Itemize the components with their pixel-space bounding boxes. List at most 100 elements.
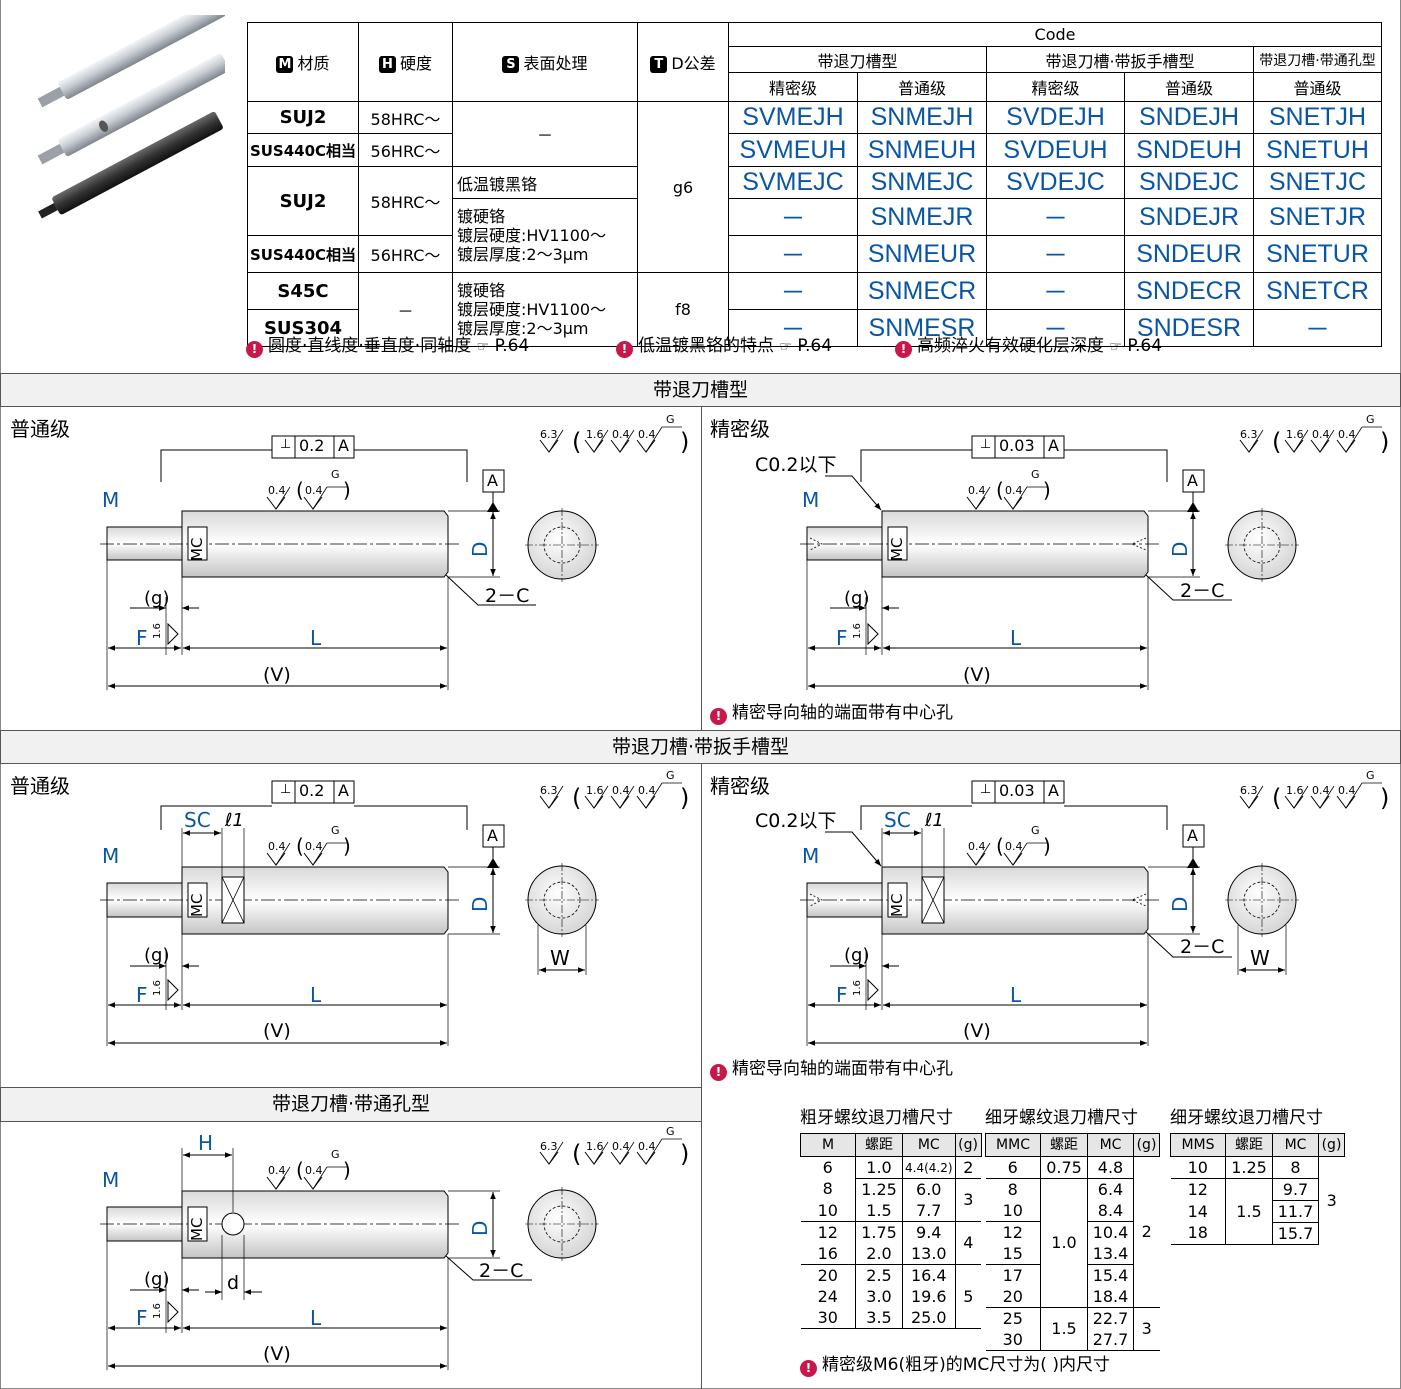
hardness-cell: 56HRC～ bbox=[358, 133, 453, 167]
dim-f: F bbox=[836, 983, 848, 1007]
pointing-hand-icon: ☞ bbox=[779, 339, 792, 355]
roughness-0-4: 0.4 bbox=[305, 840, 323, 853]
code-cell[interactable]: SNDEJC bbox=[1124, 166, 1254, 199]
perp-value: 0.2 bbox=[299, 436, 325, 455]
code-cell[interactable]: SVDEUH bbox=[986, 133, 1125, 167]
roughness-1-6: 1.6 bbox=[586, 428, 604, 441]
paren: ( bbox=[296, 834, 304, 858]
code-cell[interactable]: SNETJR bbox=[1253, 198, 1382, 236]
fine-table-title: 细牙螺纹退刀槽尺寸 bbox=[985, 1108, 1138, 1128]
datum-ref: A bbox=[338, 781, 349, 800]
code-cell[interactable]: － bbox=[728, 235, 858, 273]
roughness-g: G bbox=[666, 769, 675, 782]
dim-d: D bbox=[468, 1220, 492, 1236]
roughness-0-4: 0.4 bbox=[1312, 428, 1330, 441]
dim-chamfer: 2－C bbox=[1180, 936, 1225, 958]
roughness-0-4: 0.4 bbox=[1005, 840, 1023, 853]
grade-label-precision: 精密级 bbox=[710, 774, 770, 798]
code-cell[interactable]: SNDEJR bbox=[1124, 198, 1254, 236]
dim-m: M bbox=[802, 844, 820, 868]
dim-v: (V) bbox=[963, 1020, 991, 1042]
dim-l1: ℓ1 bbox=[225, 810, 244, 831]
code-cell[interactable]: SNETUH bbox=[1253, 133, 1382, 167]
code-cell[interactable]: SNDESR bbox=[1124, 309, 1254, 347]
dim-v: (V) bbox=[263, 1343, 291, 1365]
code-cell[interactable]: SNETUR bbox=[1253, 235, 1382, 273]
code-cell[interactable]: SNMEJC bbox=[857, 166, 987, 199]
roughness-0-4: 0.4 bbox=[1312, 784, 1330, 797]
paren: ) bbox=[680, 784, 690, 812]
hardness-cell: 58HRC～ bbox=[358, 101, 453, 134]
datum-ref: A bbox=[338, 436, 349, 455]
dim-l: L bbox=[310, 983, 322, 1007]
dim-g: (g) bbox=[144, 1269, 170, 1290]
dim-w: W bbox=[1250, 946, 1270, 970]
paren: ( bbox=[572, 784, 582, 812]
code-cell[interactable]: SNMEJR bbox=[857, 198, 987, 236]
dim-w: W bbox=[550, 946, 570, 970]
note-geometric-tolerance[interactable]: !圆度·直线度·垂直度·同轴度 ☞ P.64 bbox=[246, 338, 529, 358]
paren: ) bbox=[1380, 784, 1390, 812]
precision-note: !精密导向轴的端面带有中心孔 bbox=[710, 1061, 953, 1081]
fine-table-title: 细牙螺纹退刀槽尺寸 bbox=[1170, 1108, 1323, 1128]
dim-l: L bbox=[310, 626, 322, 650]
note-black-chrome[interactable]: !低温镀黑铬的特点 ☞ P.64 bbox=[616, 338, 832, 358]
dim-f: F bbox=[836, 626, 848, 650]
paren: ) bbox=[1043, 478, 1051, 502]
paren: ) bbox=[1043, 834, 1051, 858]
material-cell: SUJ2 bbox=[247, 101, 359, 134]
attention-icon: ! bbox=[895, 341, 912, 358]
paren: ) bbox=[680, 428, 690, 456]
attention-icon: ! bbox=[246, 341, 263, 358]
code-cell[interactable]: SVDEJH bbox=[986, 101, 1125, 134]
code-cell[interactable]: SVDEJC bbox=[986, 166, 1125, 199]
paren: ( bbox=[296, 1158, 304, 1182]
roughness-1-6: 1.6 bbox=[586, 784, 604, 797]
code-cell[interactable]: SNMEJH bbox=[857, 101, 987, 134]
code-cell[interactable]: － bbox=[986, 309, 1125, 347]
code-cell[interactable]: SNMESR bbox=[857, 309, 987, 347]
pointing-hand-icon: ☞ bbox=[1109, 339, 1122, 355]
attention-icon: ! bbox=[710, 1064, 727, 1081]
roughness-g: G bbox=[1366, 413, 1375, 426]
code-cell[interactable]: SNETJC bbox=[1253, 166, 1382, 199]
surface-cell: － bbox=[452, 101, 638, 167]
divider bbox=[701, 1087, 702, 1389]
paren: ) bbox=[1380, 428, 1390, 456]
header-code: Code bbox=[728, 22, 1382, 47]
code-cell[interactable]: SNMEUR bbox=[857, 235, 987, 273]
roughness-6-3: 6.3 bbox=[540, 428, 558, 441]
dim-d: D bbox=[1168, 541, 1192, 557]
roughness-1-6: 1.6 bbox=[852, 980, 863, 996]
product-photo bbox=[37, 15, 225, 219]
roughness-g: G bbox=[1031, 824, 1040, 837]
section-title-undercut-hole: 带退刀槽·带通孔型 bbox=[0, 1087, 702, 1122]
divider bbox=[701, 764, 702, 1087]
code-cell[interactable]: － bbox=[1253, 309, 1382, 347]
code-cell[interactable]: SNDEJH bbox=[1124, 101, 1254, 134]
dim-chamfer: 2－C bbox=[485, 585, 530, 607]
roughness-6-3: 6.3 bbox=[540, 784, 558, 797]
code-cell[interactable]: － bbox=[986, 198, 1125, 236]
paren: ) bbox=[343, 478, 351, 502]
roughness-g: G bbox=[331, 1148, 340, 1161]
roughness-0-4: 0.4 bbox=[968, 840, 986, 853]
paren: ) bbox=[343, 834, 351, 858]
dim-m: M bbox=[102, 844, 120, 868]
code-cell[interactable]: SVMEJC bbox=[728, 166, 858, 199]
dim-l1: ℓ1 bbox=[925, 810, 944, 831]
code-cell[interactable]: SNETJH bbox=[1253, 101, 1382, 134]
code-cell[interactable]: SNDEUR bbox=[1124, 235, 1254, 273]
perp-value: 0.03 bbox=[999, 781, 1035, 800]
roughness-0-4: 0.4 bbox=[1338, 428, 1356, 441]
dim-h: H bbox=[198, 1131, 214, 1155]
roughness-g: G bbox=[1366, 769, 1375, 782]
code-cell[interactable]: － bbox=[728, 309, 858, 347]
note-hardened-depth[interactable]: !高频淬火有效硬化层深度 ☞ P.64 bbox=[895, 338, 1162, 358]
roughness-0-4: 0.4 bbox=[638, 428, 656, 441]
code-cell[interactable]: SNETCR bbox=[1253, 272, 1382, 310]
dim-g: (g) bbox=[844, 588, 870, 609]
dim-sc: SC bbox=[884, 808, 911, 832]
roughness-g: G bbox=[666, 413, 675, 426]
